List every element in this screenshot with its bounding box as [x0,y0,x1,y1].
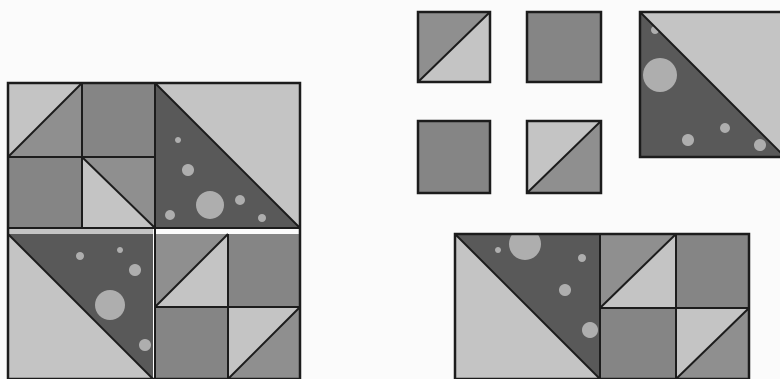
hst-unit-2 [527,121,601,193]
four-patch-bottom-right [155,234,300,379]
hst-unit-1 [418,12,490,82]
partial-unit [455,228,749,379]
large-hst-loose [640,12,780,157]
large-hst-top-right [155,83,300,228]
four-patch-top-left [8,83,155,228]
patch-square [155,307,228,379]
loose-pieces [418,12,780,379]
assembled-block [8,83,300,379]
patch-square [8,157,82,228]
plain-square-1 [527,12,601,82]
patch-square [228,234,300,307]
plain-square-2 [418,121,490,193]
large-hst-bottom-left [8,228,153,379]
patch-square [82,83,155,157]
